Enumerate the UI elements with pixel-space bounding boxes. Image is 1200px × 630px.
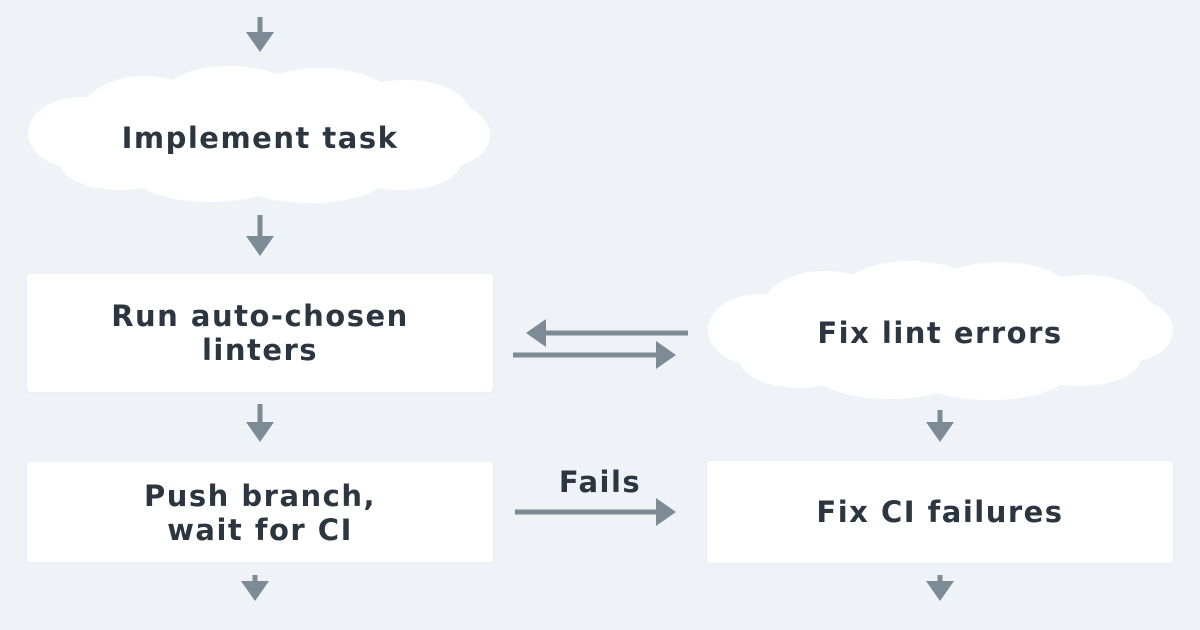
- fix-lint-errors-cloud: [708, 261, 1173, 400]
- push-branch-label: Push branch, wait for CI: [143, 479, 377, 547]
- fails-edge-label: Fails: [558, 465, 642, 499]
- push-branch-box: [27, 462, 493, 562]
- fix-lint-errors-label: Fix lint errors: [817, 316, 1063, 350]
- run-linters-box: [27, 274, 493, 392]
- implement-task-label: Implement task: [121, 121, 399, 155]
- implement-task-cloud: [28, 66, 490, 203]
- fix-ci-failures-label: Fix CI failures: [816, 495, 1064, 529]
- fix-ci-failures-box: [707, 461, 1173, 563]
- run-linters-label: Run auto-chosen linters: [111, 299, 409, 367]
